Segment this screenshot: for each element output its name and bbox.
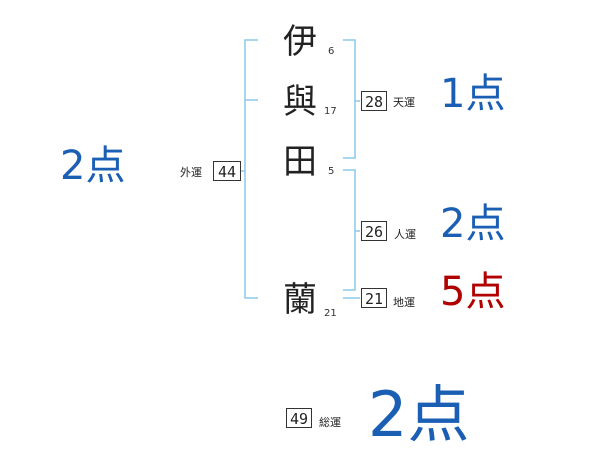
gaiun-score: 2点 <box>60 143 126 189</box>
name-char-4: 蘭 <box>283 280 317 320</box>
jinun-value-box: 26 <box>361 221 387 241</box>
stroke-count-2: 17 <box>324 106 337 117</box>
chiun-value-box: 21 <box>361 288 387 308</box>
name-char-1: 伊 <box>283 22 317 62</box>
tenun-value-box: 28 <box>361 91 387 111</box>
name-char-2: 與 <box>283 82 317 122</box>
outer-left-bracket <box>244 39 258 299</box>
stroke-count-1: 6 <box>328 46 335 57</box>
tenun-label: 天運 <box>393 96 415 109</box>
stroke-count-3: 5 <box>328 166 335 177</box>
gaiun-label: 外運 <box>180 166 202 179</box>
jinun-score: 2点 <box>440 201 506 247</box>
souun-score: 2点 <box>368 378 470 451</box>
souun-value-box: 49 <box>286 408 312 428</box>
souun-label: 総運 <box>319 416 341 429</box>
tenun-score: 1点 <box>440 71 506 117</box>
name-char-3: 田 <box>283 142 317 182</box>
gaiun-value-box: 44 <box>213 161 241 181</box>
chiun-label: 地運 <box>393 296 415 309</box>
stroke-count-4: 21 <box>324 308 337 319</box>
tenun-bracket <box>343 39 356 159</box>
jinun-label: 人運 <box>394 228 416 241</box>
chiun-score: 5点 <box>440 269 506 315</box>
jinun-bracket <box>343 169 356 291</box>
